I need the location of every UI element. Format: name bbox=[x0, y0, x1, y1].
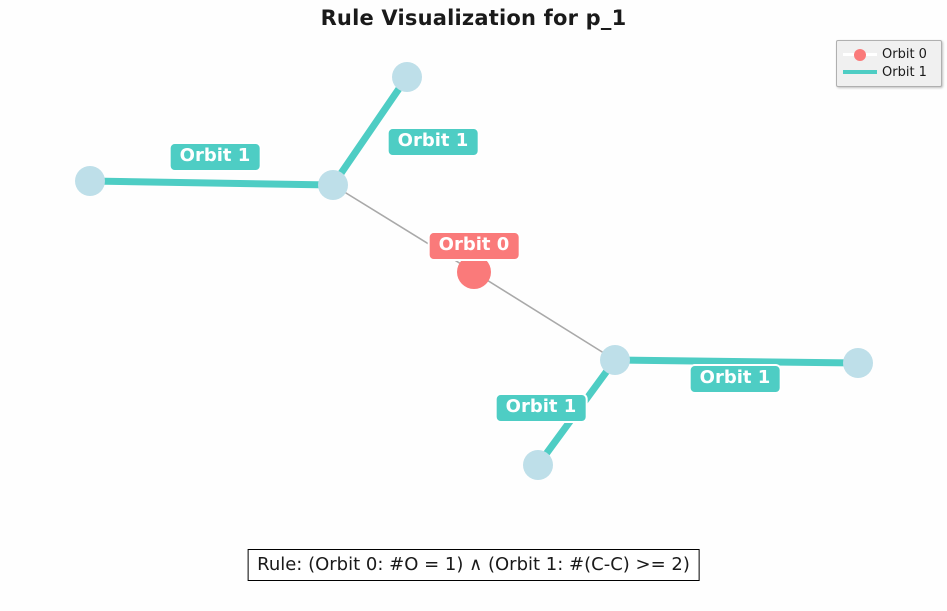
graph-edge bbox=[473, 271, 616, 361]
edge-orbit-label: Orbit 1 bbox=[494, 393, 588, 423]
nodes-layer bbox=[75, 62, 873, 480]
graph-node bbox=[75, 166, 105, 196]
legend: Orbit 0 Orbit 1 bbox=[836, 40, 942, 87]
orbit-0-marker-icon bbox=[843, 46, 877, 62]
graph-node bbox=[843, 348, 873, 378]
graph-node bbox=[523, 450, 553, 480]
graph-node bbox=[392, 62, 422, 92]
legend-item-orbit-1: Orbit 1 bbox=[843, 63, 935, 81]
edge-orbit-label: Orbit 1 bbox=[168, 142, 262, 172]
page-title: Rule Visualization for p_1 bbox=[320, 6, 627, 30]
graph-edge bbox=[86, 177, 337, 189]
legend-label-orbit-1: Orbit 1 bbox=[882, 64, 927, 80]
graph-edge bbox=[611, 356, 862, 367]
graph-node bbox=[600, 345, 630, 375]
edge-orbit-label: Orbit 0 bbox=[427, 231, 521, 261]
edge-orbit-label: Orbit 1 bbox=[688, 364, 782, 394]
graph-node bbox=[318, 170, 348, 200]
rule-caption: Rule: (Orbit 0: #O = 1) ∧ (Orbit 1: #(C-… bbox=[247, 549, 700, 581]
legend-item-orbit-0: Orbit 0 bbox=[843, 45, 935, 63]
legend-label-orbit-0: Orbit 0 bbox=[882, 46, 927, 62]
edge-orbit-label: Orbit 1 bbox=[386, 127, 480, 157]
orbit-1-marker-icon bbox=[843, 64, 877, 80]
